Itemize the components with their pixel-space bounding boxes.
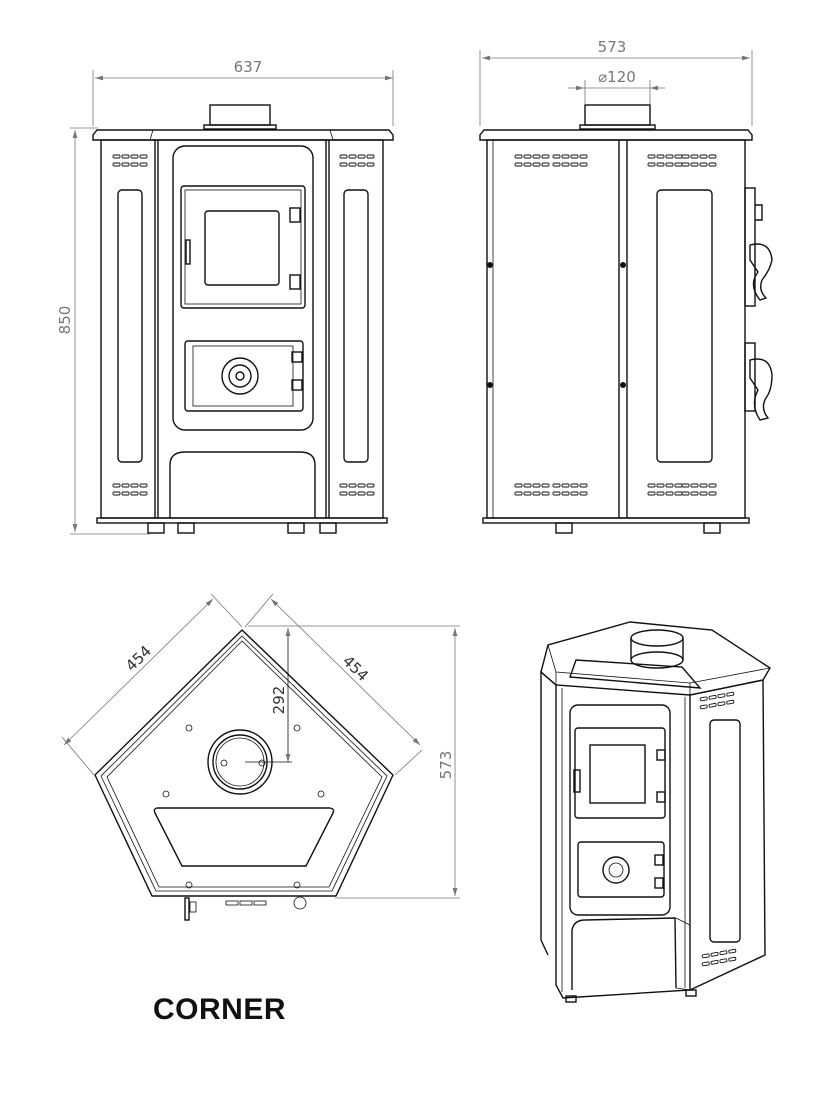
side-vents (514, 154, 717, 496)
top-view: 454 454 573 292 (61, 593, 460, 921)
isometric-view (540, 621, 771, 1003)
drawing-caption: CORNER (153, 993, 287, 1026)
front-feet (147, 522, 337, 534)
top-left-side-dimension: 454 (122, 642, 155, 675)
flue-diameter-dimension: ⌀120 (598, 68, 636, 86)
side-hinges (744, 187, 773, 421)
front-height-dimension: 850 (56, 306, 74, 335)
top-right-side-dimension: 454 (339, 652, 372, 685)
top-depth-dimension: 573 (437, 751, 455, 780)
front-view: 637 850 (56, 58, 394, 535)
flue-offset-dimension: 292 (270, 686, 288, 715)
side-depth-dimension: 573 (598, 38, 627, 56)
front-width-dimension: 637 (234, 58, 263, 76)
side-view: 573 ⌀120 (479, 38, 773, 534)
